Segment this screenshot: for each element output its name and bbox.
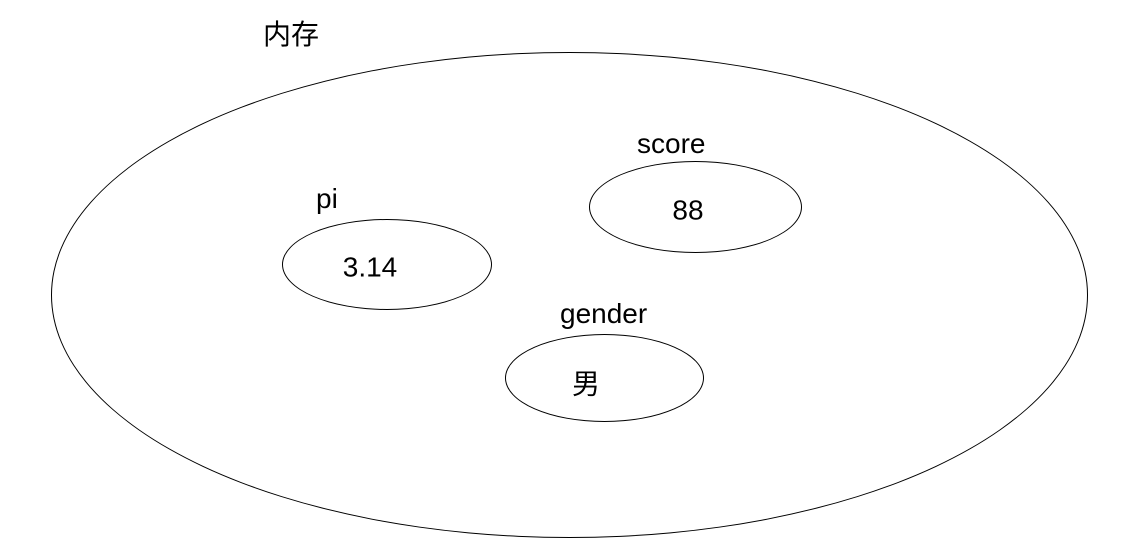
memory-ellipse: [51, 52, 1088, 538]
variable-gender-value: 男: [571, 368, 601, 400]
variable-pi-ellipse: [282, 219, 492, 310]
variable-gender-ellipse: [505, 334, 704, 422]
variable-pi-label: pi: [316, 183, 338, 214]
memory-title: 内存: [263, 19, 320, 50]
variable-pi-value: 3.14: [342, 251, 398, 283]
variable-gender-label: gender: [560, 298, 648, 329]
variable-score-value: 88: [672, 194, 704, 226]
variable-score-label: score: [637, 128, 706, 159]
variable-score-ellipse: [589, 161, 802, 253]
